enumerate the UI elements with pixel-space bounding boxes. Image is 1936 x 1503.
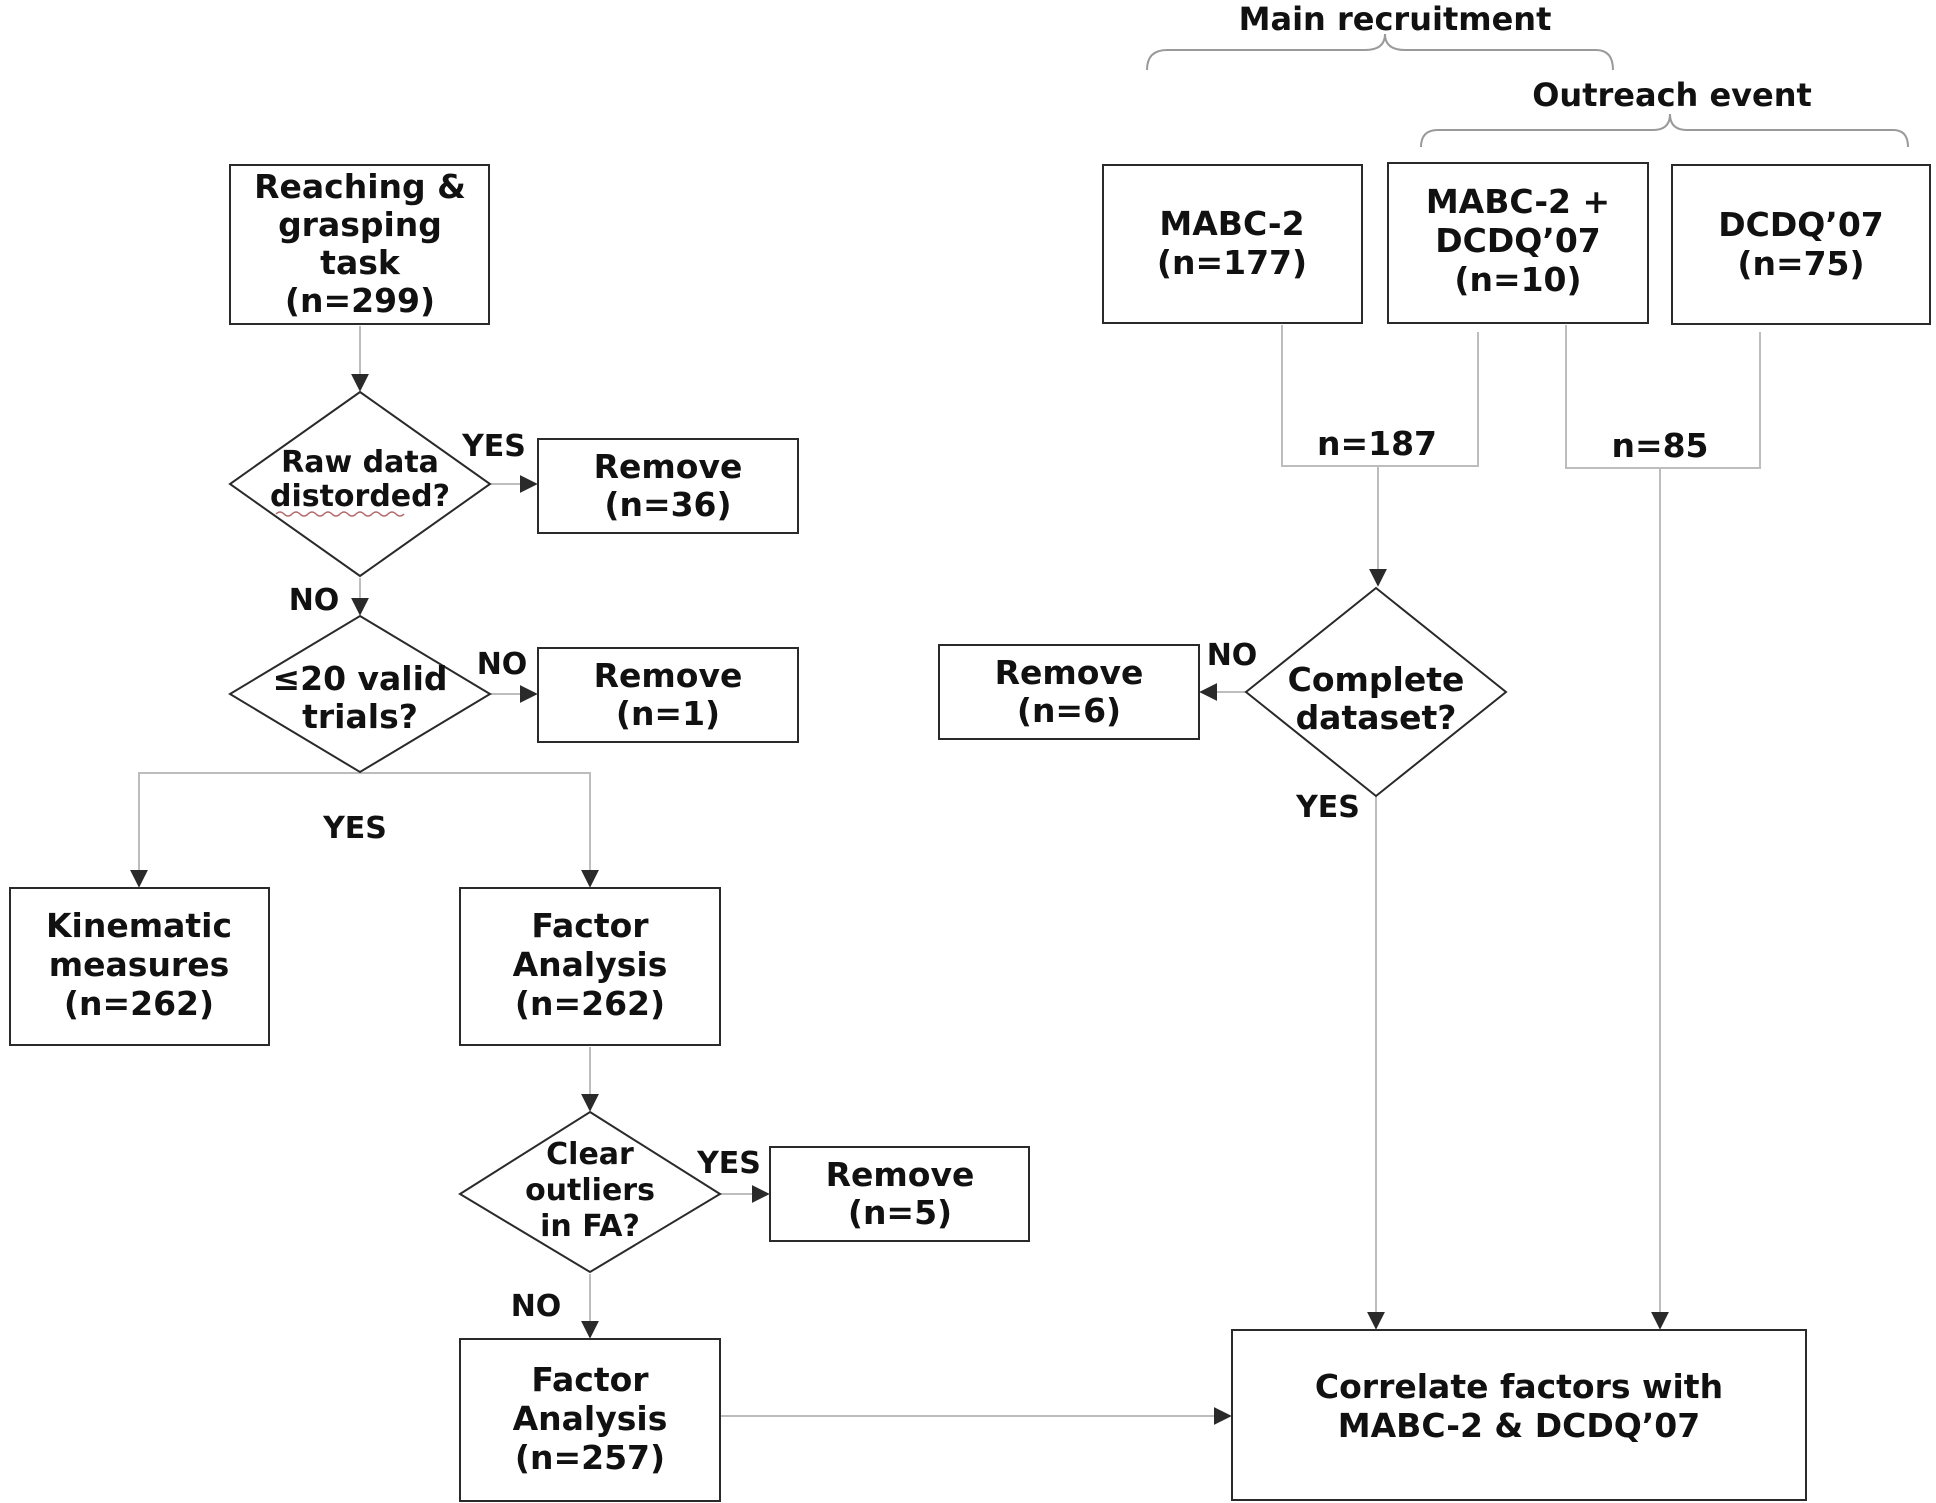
node-reaching-task-line3: task [320,243,401,282]
node-mabc2-line1: MABC-2 [1159,204,1304,243]
spellcheck-underline [275,511,405,517]
label-outliers-no: NO [511,1289,562,1324]
node-factor-257-line1: Factor [531,1360,649,1399]
node-remove-36-line1: Remove [594,447,743,486]
node-mabc2-dcdq-line1: MABC-2 + [1426,182,1610,221]
label-outliers-yes: YES [696,1146,761,1181]
node-reaching-task-line2: grasping [278,205,442,244]
node-remove-1-line1: Remove [594,656,743,695]
label-n85: n=85 [1611,426,1708,465]
node-mabc2: MABC-2 (n=177) [1102,164,1363,324]
node-reaching-task-line1: Reaching & [254,167,466,206]
node-mabc2-dcdq: MABC-2 + DCDQ’07 (n=10) [1387,162,1649,324]
decision-valid-trials-line1: ≤20 valid [272,659,447,698]
node-remove-36: Remove (n=36) [537,438,799,534]
node-factor-262: Factor Analysis (n=262) [459,887,721,1046]
label-complete-yes: YES [1295,790,1360,825]
node-mabc2-line2: (n=177) [1157,243,1307,282]
decision-complete-line2: dataset? [1296,698,1457,737]
main-recruitment-brace [1146,33,1614,71]
node-remove-6: Remove (n=6) [938,644,1200,740]
label-valid-no: NO [477,647,528,682]
decision-valid-trials: ≤20 valid trials? [228,614,492,774]
label-complete-no: NO [1207,638,1258,673]
node-factor-262-line2: Analysis [513,945,668,984]
decision-outliers-line3: in FA? [540,1209,640,1244]
label-raw-no: NO [289,583,340,618]
node-factor-257-line3: (n=257) [515,1438,665,1477]
node-mabc2-dcdq-line3: (n=10) [1454,260,1581,299]
outreach-event-brace [1420,113,1909,148]
decision-valid-trials-line2: trials? [302,697,418,736]
node-remove-1-line2: (n=1) [616,694,720,733]
node-factor-262-line3: (n=262) [515,984,665,1023]
decision-raw-data-line2: distorded? [270,479,450,514]
node-kinematic-line3: (n=262) [64,984,214,1023]
node-remove-5: Remove (n=5) [769,1146,1030,1242]
node-remove-6-line1: Remove [995,653,1144,692]
node-remove-6-line2: (n=6) [1017,691,1121,730]
main-recruitment-header: Main recruitment [1239,0,1552,38]
node-remove-36-line2: (n=36) [604,485,731,524]
node-remove-1: Remove (n=1) [537,647,799,743]
node-remove-5-line2: (n=5) [848,1193,952,1232]
decision-raw-data-line1: Raw data [281,445,439,480]
decision-complete-line1: Complete [1288,660,1465,699]
edge-valid-yes-factor [360,772,599,888]
node-reaching-task-line4: (n=299) [285,281,435,320]
label-raw-yes: YES [461,429,526,464]
join-dcdq-n85 [1565,325,1761,469]
join-mabc-n187 [1281,325,1479,467]
node-correlate: Correlate factors with MABC-2 & DCDQ’07 [1231,1329,1807,1501]
node-kinematic: Kinematic measures (n=262) [9,887,270,1046]
node-kinematic-line1: Kinematic [46,906,232,945]
outreach-event-header: Outreach event [1532,76,1812,114]
label-valid-yes: YES [322,811,387,846]
node-remove-5-line1: Remove [826,1155,975,1194]
node-factor-262-line1: Factor [531,906,649,945]
decision-outliers-line2: outliers [525,1173,655,1208]
node-kinematic-line2: measures [49,945,229,984]
node-dcdq-line1: DCDQ’07 [1718,205,1884,244]
node-reaching-task: Reaching & grasping task (n=299) [229,164,490,325]
label-n187: n=187 [1317,424,1437,463]
decision-outliers-line1: Clear [546,1137,634,1172]
decision-complete: Complete dataset? [1244,586,1508,798]
node-dcdq: DCDQ’07 (n=75) [1671,164,1931,325]
node-dcdq-line2: (n=75) [1737,244,1864,283]
node-mabc2-dcdq-line2: DCDQ’07 [1435,221,1601,260]
node-correlate-line2: MABC-2 & DCDQ’07 [1338,1406,1700,1445]
decision-raw-data: Raw data distorded? [228,390,492,578]
node-factor-257-line2: Analysis [513,1399,668,1438]
node-factor-257: Factor Analysis (n=257) [459,1338,721,1502]
node-correlate-line1: Correlate factors with [1315,1367,1723,1406]
decision-outliers: Clear outliers in FA? [458,1110,722,1274]
